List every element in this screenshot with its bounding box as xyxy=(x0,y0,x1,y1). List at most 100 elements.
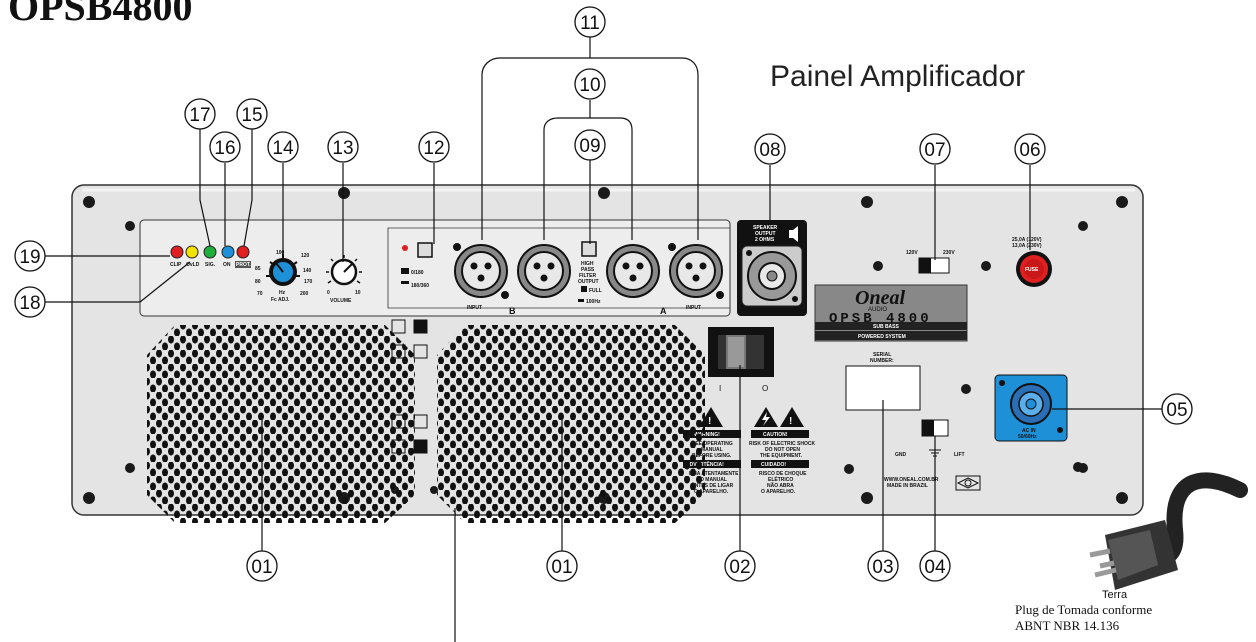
svg-text:06: 06 xyxy=(1019,140,1040,161)
svg-text:14: 14 xyxy=(272,138,294,159)
website-made: MADE IN BRAZIL xyxy=(887,483,928,489)
svg-text:03: 03 xyxy=(872,557,893,578)
fuse-rating-2: 13,0A (230V) xyxy=(1012,243,1042,249)
callout-markers: 01 01 02 03 04 05 06 07 08 09 10 11 12 1… xyxy=(14,6,1193,582)
warning-title: WARNING! xyxy=(694,432,720,438)
volume-min: 0 xyxy=(327,290,330,296)
website-url: WWW.ONEAL.COM.BR xyxy=(884,477,939,483)
power-on-label: I xyxy=(719,384,721,393)
led-ovld xyxy=(185,245,199,259)
model-title: OPSB4800 xyxy=(8,0,192,29)
svg-text:!: ! xyxy=(789,416,792,427)
led-sig xyxy=(203,245,217,259)
voltage-120: 120V xyxy=(906,250,918,256)
xlr-input-b[interactable] xyxy=(453,243,509,299)
callout-12: 12 xyxy=(418,131,450,163)
brand-plate xyxy=(814,284,968,342)
brand-audio: AUDIO xyxy=(868,307,887,313)
phase-opt2: 180/360 xyxy=(411,283,429,289)
power-plug-icon xyxy=(1089,520,1178,590)
brand-logo: Oneal xyxy=(855,287,905,309)
svg-text:19: 19 xyxy=(19,247,40,268)
advertencia-text-1: LEIA ATENTAMENTE xyxy=(689,471,739,477)
callout-leader-lines xyxy=(45,36,1162,642)
right-vent-grill xyxy=(437,325,705,523)
filter-switch[interactable] xyxy=(581,241,597,257)
volume-knob[interactable] xyxy=(326,255,362,286)
serial-label-2: NUMBER: xyxy=(870,358,894,364)
led-prot xyxy=(236,245,250,259)
fuse-rating-1: 25,0A (120V) xyxy=(1012,237,1042,243)
ac-inlet-connector[interactable] xyxy=(994,374,1068,442)
svg-text:!: ! xyxy=(708,416,711,427)
callout-11: 11 xyxy=(574,6,606,38)
callout-05: 05 xyxy=(1161,393,1193,425)
freq-tick-120: 120 xyxy=(301,253,310,259)
callout-09: 09 xyxy=(574,129,606,161)
freq-tick-100: 100 xyxy=(276,250,285,256)
led-prot-label: PROT. xyxy=(236,262,251,268)
plug-caption-2: ABNT NBR 14.136 xyxy=(1015,618,1120,633)
cuidado-text-3: NÃO ABRA xyxy=(767,482,794,489)
input-section-frame xyxy=(387,227,731,309)
xlr-link-b[interactable] xyxy=(517,244,571,298)
power-switch[interactable] xyxy=(708,327,774,377)
svg-text:08: 08 xyxy=(759,140,780,161)
svg-text:02: 02 xyxy=(729,557,750,578)
fuse-holder[interactable] xyxy=(1016,251,1052,287)
speakon-output-connector[interactable] xyxy=(741,245,803,307)
svg-text:09: 09 xyxy=(579,136,600,157)
callout-15: 15 xyxy=(236,98,268,130)
callout-08: 08 xyxy=(754,133,786,165)
ac-in-label-1: AC IN xyxy=(1022,428,1036,434)
xlr-link-a[interactable] xyxy=(606,244,660,298)
svg-text:18: 18 xyxy=(19,293,40,314)
cuidado-text-1: RISCO DE CHOQUE xyxy=(759,471,807,477)
freq-tick-170: 170 xyxy=(304,279,313,285)
filter-label-1: HIGH xyxy=(581,261,594,267)
svg-text:07: 07 xyxy=(924,140,945,161)
caution-text-3: THE EQUIPMENT. xyxy=(760,453,803,459)
callout-03: 03 xyxy=(867,550,899,582)
caution-title: CAUTION! xyxy=(763,432,788,438)
power-cable xyxy=(1152,472,1248,565)
filter-label-2: PASS xyxy=(581,267,595,273)
advertencia-text-2: O MANUAL xyxy=(700,477,727,483)
phase-switch[interactable] xyxy=(417,242,433,258)
electric-shock-icon: ! xyxy=(754,407,804,427)
led-ovld-label: OvLD xyxy=(186,262,200,268)
speaker-label-3: 2 OHMS xyxy=(755,237,775,243)
freq-tick-85: 85 xyxy=(255,266,261,272)
svg-text:10: 10 xyxy=(579,75,600,96)
plug-caption-1: Plug de Tomada conforme xyxy=(1015,602,1152,617)
callout-18: 18 xyxy=(14,286,46,318)
led-sig-label: SIG. xyxy=(205,262,216,268)
left-vent-grill xyxy=(147,325,415,523)
warning-text-1: SEE OPERATING xyxy=(692,441,733,447)
svg-text:01: 01 xyxy=(551,557,572,578)
freq-knob-label: Fc ADJ. xyxy=(271,297,290,303)
callout-14: 14 xyxy=(267,131,299,163)
callout-01-left: 01 xyxy=(246,550,278,582)
led-clip xyxy=(170,245,184,259)
svg-text:01: 01 xyxy=(251,557,272,578)
freq-tick-200: 200 xyxy=(300,291,309,297)
voltage-selector-switch[interactable] xyxy=(918,257,950,274)
xlr-input-a[interactable] xyxy=(668,243,724,299)
freq-tick-70: 70 xyxy=(257,291,263,297)
callout-13: 13 xyxy=(327,131,359,163)
input-left-label: INPUT xyxy=(467,305,482,311)
svg-text:04: 04 xyxy=(924,557,946,578)
callout-17: 17 xyxy=(184,98,216,130)
ground-gnd: GND xyxy=(895,452,907,458)
freq-unit: Hz xyxy=(279,290,286,296)
ground-lift-switch[interactable] xyxy=(921,419,949,437)
speaker-icon xyxy=(789,226,798,242)
callout-02: 02 xyxy=(724,550,756,582)
led-on-label: ON xyxy=(223,262,231,268)
svg-text:12: 12 xyxy=(423,138,444,159)
filter-label-3: FILTER xyxy=(579,273,597,279)
svg-text:17: 17 xyxy=(189,105,210,126)
warning-text-3: BEFORE USING. xyxy=(692,453,732,459)
